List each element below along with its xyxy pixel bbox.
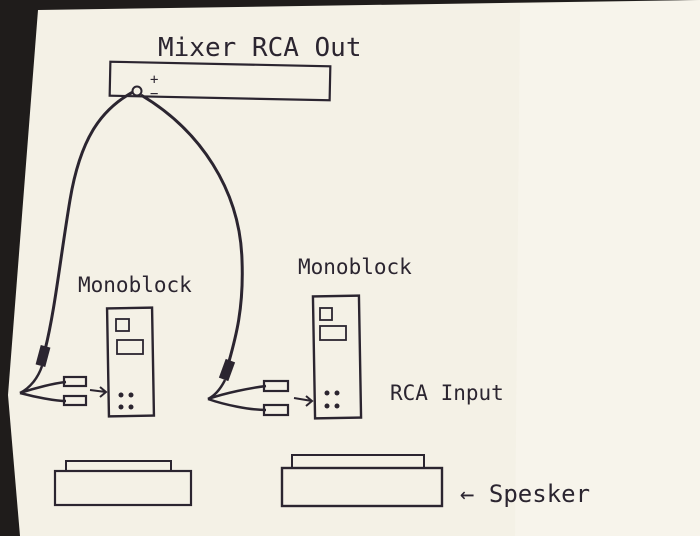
left-rca-plug-b bbox=[62, 394, 88, 407]
monoblock-right-label: Monoblock bbox=[298, 255, 412, 279]
mixer-label: Mixer RCA Out bbox=[158, 33, 362, 63]
monoblock-right bbox=[311, 294, 363, 420]
rca-input-label: RCA Input bbox=[390, 381, 504, 405]
speaker-right bbox=[280, 466, 444, 508]
monoblock-left-panel bbox=[116, 339, 144, 355]
monoblock-left-display bbox=[115, 318, 130, 332]
monoblock-left-jack bbox=[128, 404, 134, 410]
monoblock-left-label: Monoblock bbox=[78, 273, 192, 297]
speaker-label: ← Spesker bbox=[460, 480, 590, 508]
speaker-left bbox=[53, 469, 193, 507]
monoblock-right-display bbox=[319, 307, 333, 321]
speaker-right-top bbox=[291, 454, 425, 468]
monoblock-left-jack bbox=[118, 392, 124, 398]
right-input-arrow bbox=[293, 395, 314, 407]
left-splitter-plug bbox=[35, 345, 51, 367]
monoblock-right-jack bbox=[324, 390, 330, 396]
right-rca-plug-a bbox=[262, 379, 290, 393]
mixer-plus-label: + bbox=[150, 72, 158, 88]
right-splitter-wire-a bbox=[207, 384, 267, 401]
monoblock-right-panel bbox=[319, 325, 347, 341]
monoblock-left-jack bbox=[118, 404, 124, 410]
left-input-arrow bbox=[89, 386, 108, 398]
mixer-minus-label: − bbox=[150, 86, 158, 102]
monoblock-right-jack bbox=[334, 390, 340, 396]
speaker-left-top bbox=[65, 460, 172, 471]
right-rca-plug-b bbox=[262, 403, 290, 417]
mixer-rca-jack bbox=[131, 85, 143, 97]
monoblock-right-jack bbox=[324, 403, 330, 409]
cable-right bbox=[140, 93, 244, 366]
right-splitter-wire-b bbox=[207, 397, 267, 412]
monoblock-right-jack bbox=[334, 403, 340, 409]
right-splitter-plug bbox=[218, 358, 236, 382]
left-rca-plug-a bbox=[62, 375, 88, 388]
mixer-box bbox=[108, 60, 332, 102]
cable-left bbox=[43, 90, 134, 351]
monoblock-left-jack bbox=[128, 392, 134, 398]
paper-highlight bbox=[515, 0, 700, 536]
monoblock-left bbox=[105, 306, 156, 418]
